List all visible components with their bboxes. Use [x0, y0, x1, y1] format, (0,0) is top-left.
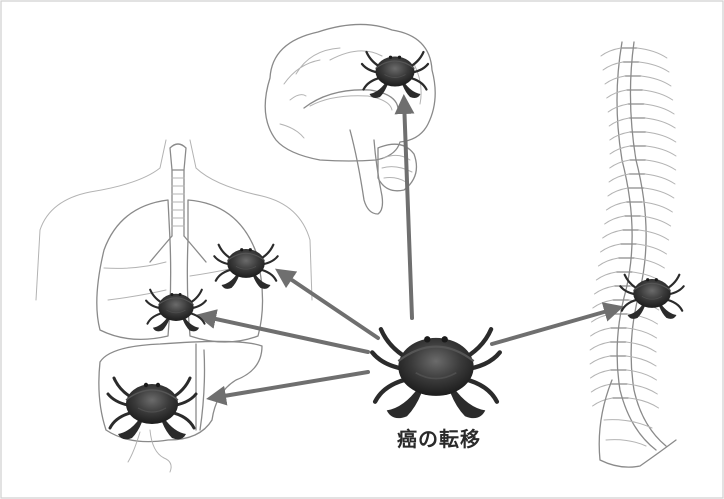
caption-text: 癌の転移 [376, 423, 502, 452]
